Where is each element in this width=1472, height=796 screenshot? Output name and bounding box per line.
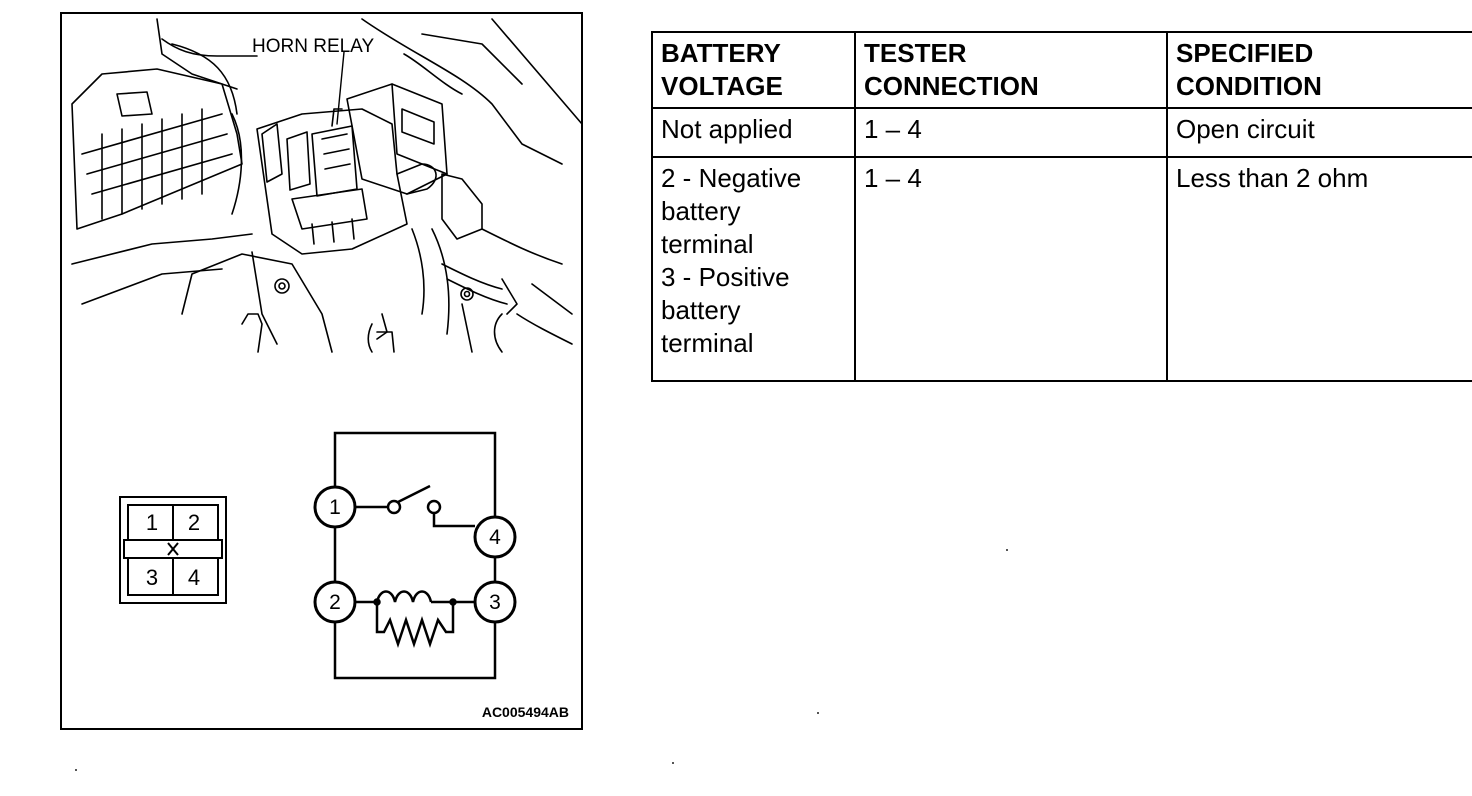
scan-speck [672,762,674,764]
cell-text: terminal [661,328,754,358]
connector-pin-3: 3 [145,565,159,590]
cell-tester-connection: 1 – 4 [854,107,1168,158]
cell-text: Not applied [661,114,793,144]
scan-speck [817,712,819,714]
cell-text: 3 - Positive [661,262,790,292]
header-battery-voltage: BATTERY VOLTAGE [651,31,856,109]
cell-text: terminal [661,229,754,259]
cell-specified-condition: Open circuit [1166,107,1472,158]
horn-relay-figure: HORN RELAY 1 2 3 4 1 2 3 4 AC005494AB [60,12,583,730]
header-text: CONDITION [1176,71,1322,101]
figure-code: AC005494AB [481,704,569,720]
terminal-2-label: 2 [329,591,341,614]
connector-pin-4: 4 [187,565,201,590]
cell-tester-connection: 1 – 4 [854,156,1168,382]
header-text: VOLTAGE [661,71,783,101]
terminal-1-label: 1 [329,496,341,519]
header-text: BATTERY [661,38,781,68]
relay-schematic [313,431,517,680]
cell-text: battery [661,295,741,325]
header-text: TESTER [864,38,967,68]
terminal-4-label: 4 [489,526,501,549]
header-text: SPECIFIED [1176,38,1314,68]
cell-battery-voltage: 2 - Negative battery terminal 3 - Positi… [651,156,856,382]
cell-battery-voltage: Not applied [651,107,856,158]
header-specified-condition: SPECIFIED CONDITION [1166,31,1472,109]
relay-check-table: BATTERY VOLTAGE TESTER CONNECTION SPECIF… [651,31,1472,382]
table-row: 2 - Negative battery terminal 3 - Positi… [651,156,1472,382]
cell-text: battery [661,196,741,226]
header-text: CONNECTION [864,71,1039,101]
scan-speck [75,769,77,771]
connector-pin-1: 1 [145,510,159,535]
connector-pin-2: 2 [187,510,201,535]
header-tester-connection: TESTER CONNECTION [854,31,1168,109]
scan-speck [1006,549,1008,551]
cell-specified-condition: Less than 2 ohm [1166,156,1472,382]
table-row: Not applied 1 – 4 Open circuit [651,107,1472,158]
terminal-3-label: 3 [489,591,501,614]
engine-bay-illustration [71,18,583,680]
cell-text: 2 - Negative [661,163,802,193]
horn-relay-label: HORN RELAY [252,36,375,57]
connector-diagram [119,496,227,604]
table-header-row: BATTERY VOLTAGE TESTER CONNECTION SPECIF… [651,31,1472,109]
